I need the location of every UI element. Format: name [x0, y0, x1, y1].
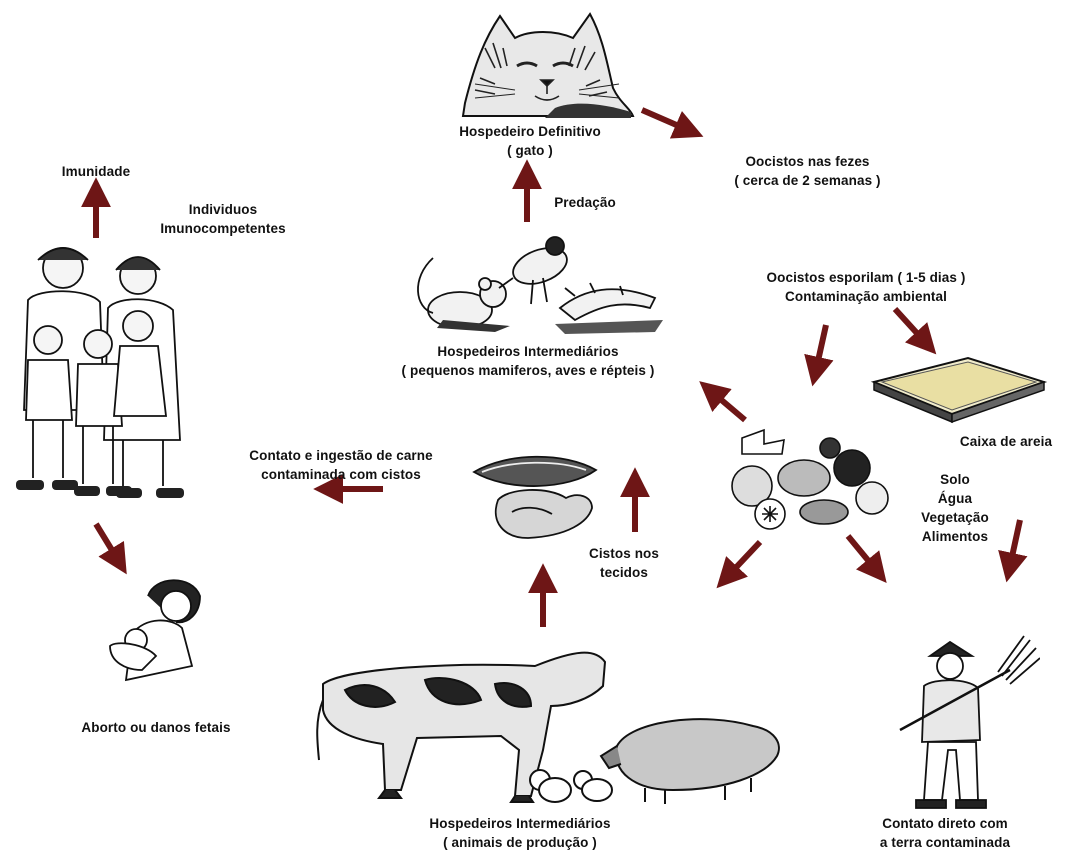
oocysts-sporulate-label: Oocistos esporilam ( 1-5 dias ) Contamin… — [766, 270, 966, 304]
immunity-label: Imunidade — [61, 164, 131, 179]
arrow-produce-to-livestock — [716, 539, 763, 589]
fetal-damage-label: Aborto ou danos fetais — [81, 720, 231, 735]
oocysts-feces-label: Oocistos nas fezes ( cerca de 2 semanas … — [734, 154, 881, 188]
arrow-sandbox-to-farmer — [998, 519, 1028, 583]
intermediate-hosts-farm-label: Hospedeiros Intermediários ( animais de … — [429, 816, 611, 850]
meat-ingestion-label: Contato e ingestão de carne contaminada … — [249, 448, 433, 482]
meat-illustration — [472, 455, 598, 539]
arrow-produce-to-small-hosts — [699, 381, 747, 423]
arrow-sporulation-to-produce — [804, 324, 834, 387]
arrow-humans-to-fetus — [93, 522, 127, 575]
sandbox-label: Caixa de areia — [959, 434, 1053, 449]
arrow-cat-to-feces — [640, 107, 704, 139]
definitive-host-label: Hospedeiro Definitivo ( gato ) — [459, 124, 601, 158]
arrow-produce-to-farmer — [845, 534, 887, 583]
family-illustration — [16, 247, 184, 498]
arrow-sporulation-to-sandbox — [892, 306, 937, 355]
predation-label: Predação — [554, 195, 616, 210]
tissue-cysts-label: Cistos nos tecidos — [588, 546, 659, 580]
cat-illustration — [461, 12, 635, 118]
environment-label: Solo Água Vegetação Alimentos — [921, 472, 989, 544]
immunocompetent-label: Individuos Imunocompetentes — [160, 202, 286, 236]
small-hosts-illustration — [417, 236, 663, 334]
soil-contact-label: Contato direto com a terra contaminada — [879, 816, 1011, 850]
produce-illustration — [731, 428, 889, 530]
sandbox-illustration — [870, 356, 1048, 424]
intermediate-hosts-wild-label: Hospedeiros Intermediários ( pequenos ma… — [401, 344, 655, 378]
livestock-illustration — [316, 651, 780, 804]
farmer-illustration — [899, 635, 1040, 809]
mother-infant-illustration — [109, 579, 201, 682]
